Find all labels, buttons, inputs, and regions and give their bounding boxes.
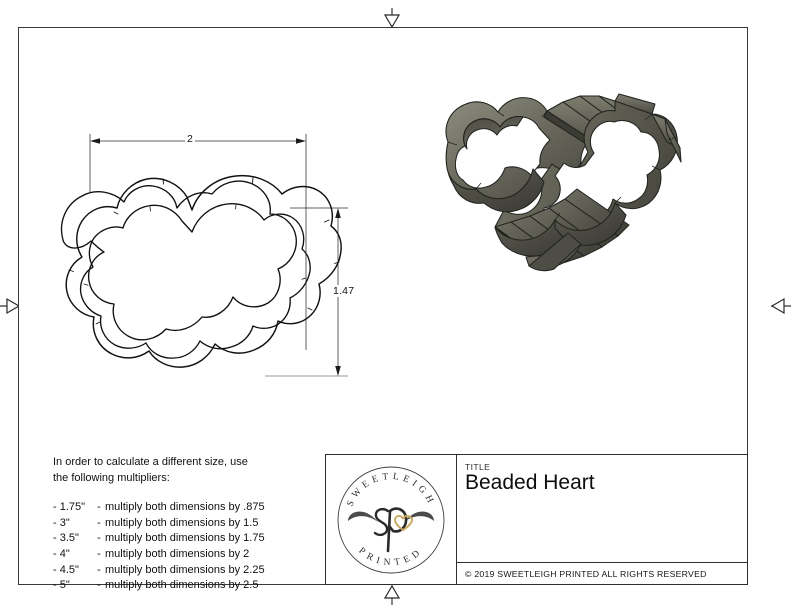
list-item: - 4" - multiply both dimensions by 2: [53, 547, 313, 563]
list-item: - 4.5" - multiply both dimensions by 2.2…: [53, 563, 313, 579]
multiplier-text: multiply both dimensions by 1.5: [105, 516, 259, 529]
multiplier-text: multiply both dimensions by 2: [105, 547, 250, 560]
multiplier-text: multiply both dimensions by .875: [105, 501, 265, 514]
sweetleigh-printed-logo-icon: SWEETLEIGH PRINTED: [337, 466, 445, 573]
multiplier-list: - 1.75" - multiply both dimensions by .8…: [53, 500, 313, 594]
title-field: TITLE Beaded Heart: [457, 455, 747, 563]
multiplier-size: - 4": [53, 547, 70, 560]
center-mark-bottom-icon: [381, 584, 403, 606]
multiplier-size: - 3": [53, 516, 70, 529]
list-item: - 3" - multiply both dimensions by 1.5: [53, 516, 313, 532]
dimension-height-label: 1.47: [331, 285, 357, 297]
multiplier-dash: -: [97, 516, 101, 529]
list-item: - 1.75" - multiply both dimensions by .8…: [53, 500, 313, 516]
title-field-label: TITLE: [465, 462, 491, 472]
multiplier-dash: -: [97, 532, 101, 545]
notes-intro-line-1: In order to calculate a different size, …: [53, 456, 248, 468]
notes-intro: In order to calculate a different size, …: [53, 455, 313, 486]
multiplier-text: multiply both dimensions by 2.5: [105, 579, 259, 592]
multiplier-dash: -: [97, 563, 101, 576]
multiplier-size: - 1.75": [53, 501, 86, 514]
list-item: - 3.5" - multiply both dimensions by 1.7…: [53, 531, 313, 547]
center-mark-right-icon: [769, 295, 791, 317]
flat-view-beaded-heart: 2 1.47: [40, 120, 370, 410]
title-field-value: Beaded Heart: [465, 471, 595, 494]
center-mark-top-icon: [381, 8, 403, 28]
multiplier-size: - 5": [53, 579, 70, 592]
notes-intro-line-2: the following multipliers:: [53, 471, 170, 484]
list-item: - 5" - multiply both dimensions by 2.5: [53, 578, 313, 594]
center-mark-left-icon: [0, 295, 22, 317]
title-block-fields: TITLE Beaded Heart © 2019 SWEETLEIGH PRI…: [457, 455, 747, 584]
multiplier-dash: -: [97, 501, 101, 514]
scaling-notes: In order to calculate a different size, …: [53, 455, 313, 594]
multiplier-dash: -: [97, 547, 101, 560]
multiplier-size: - 4.5": [53, 563, 79, 576]
multiplier-text: multiply both dimensions by 2.25: [105, 563, 265, 576]
copyright-notice: © 2019 SWEETLEIGH PRINTED ALL RIGHTS RES…: [465, 568, 707, 579]
title-block: SWEETLEIGH PRINTED TITLE: [325, 454, 748, 585]
multiplier-text: multiply both dimensions by 1.75: [105, 532, 265, 545]
iso-view-beaded-heart-cutter: [418, 58, 683, 303]
brand-logo: SWEETLEIGH PRINTED: [326, 455, 457, 584]
multiplier-dash: -: [97, 579, 101, 592]
multiplier-size: - 3.5": [53, 532, 79, 545]
dimension-width-label: 2: [185, 133, 196, 145]
